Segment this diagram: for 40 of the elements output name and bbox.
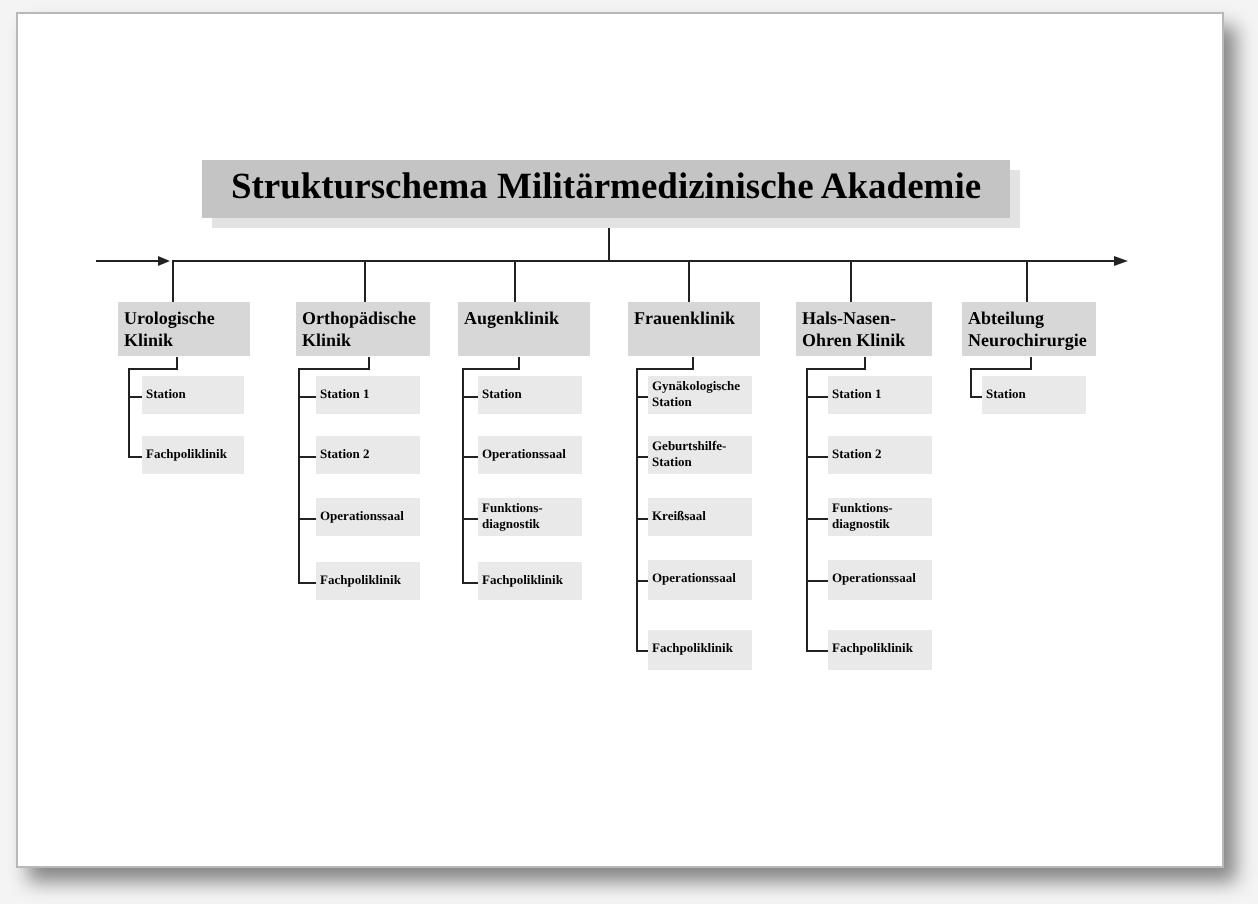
unit-box: [316, 376, 420, 414]
department-box: [296, 302, 430, 356]
title-banner: [202, 160, 1010, 218]
unit-box: [828, 376, 932, 414]
unit-box: [828, 560, 932, 600]
unit-box: [648, 630, 752, 670]
unit-box: [478, 376, 582, 414]
department-name: Urologische Klinik: [124, 308, 217, 352]
unit-box: [982, 376, 1086, 414]
department-box: [796, 302, 932, 356]
unit-box: [316, 562, 420, 600]
unit-box: [142, 436, 244, 474]
unit-box: [828, 436, 932, 474]
unit-box: [648, 560, 752, 600]
unit-box: [648, 376, 752, 414]
chart-title: Strukturschema Militärmedizinische Akademie: [230, 168, 982, 210]
unit-box: [142, 376, 244, 414]
department-box: [118, 302, 250, 356]
department-name: Augenklinik: [464, 308, 562, 330]
connector-line: [298, 356, 370, 584]
connector-line: [806, 356, 866, 652]
unit-box: [478, 498, 582, 536]
unit-box: [828, 498, 932, 536]
unit-box: [648, 436, 752, 474]
connector-line: [970, 356, 1032, 398]
department-box: [628, 302, 760, 356]
department-name: Frauenklinik: [634, 308, 738, 330]
unit-box: [316, 436, 420, 474]
department-box: [458, 302, 590, 356]
department-name: Orthopädische Klinik: [302, 308, 419, 352]
unit-box: [316, 498, 420, 536]
unit-box: [828, 630, 932, 670]
connector-line: [462, 356, 520, 584]
unit-box: [648, 498, 752, 536]
unit-box: [478, 436, 582, 474]
department-name: Abteilung Neurochirurgie: [968, 308, 1089, 352]
connector-line: [128, 356, 178, 458]
unit-box: [478, 562, 582, 600]
connector-line: [636, 356, 694, 652]
department-name: Hals-Nasen-Ohren Klinik: [802, 308, 908, 352]
